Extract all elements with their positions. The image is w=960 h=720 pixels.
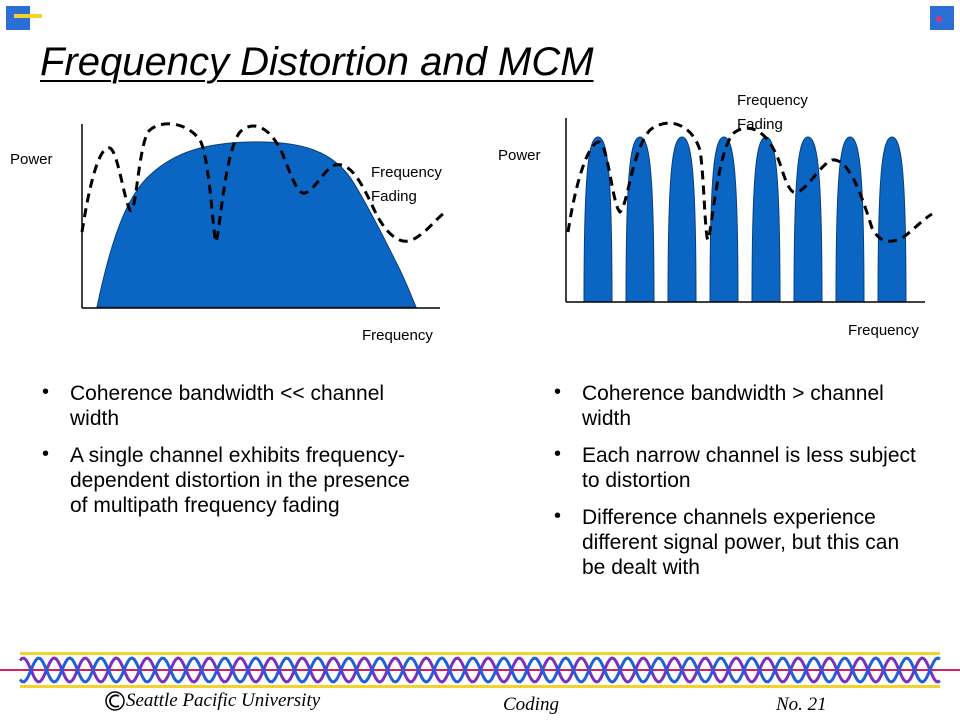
left-fading-label-line1: Frequency [371, 164, 442, 181]
subchannel-3 [667, 136, 697, 303]
corner-decoration-top-left [0, 0, 42, 42]
subchannel-6 [793, 136, 823, 303]
left-fading-curve [80, 122, 444, 246]
subchannel-8 [877, 136, 907, 303]
left-fading-label-line2: Fading [371, 188, 417, 205]
left-bullet-list: Coherence bandwidth << channel width A s… [34, 380, 414, 530]
single-channel-spectrum [96, 141, 417, 308]
subchannel-2 [625, 136, 655, 303]
subchannel-4 [709, 136, 739, 303]
left-power-label: Power [10, 151, 53, 168]
blue-wave [18, 656, 941, 684]
left-diagram [80, 122, 444, 309]
subchannel-5 [751, 136, 781, 303]
footer-university: Seattle Pacific University [126, 690, 321, 711]
right-bullet-3: Difference channels experience different… [546, 504, 916, 580]
right-frequency-label: Frequency [848, 322, 919, 339]
right-bullet-2: Each narrow channel is less subject to d… [546, 442, 916, 493]
left-bullet-1: Coherence bandwidth << channel width [34, 380, 414, 431]
right-fading-label-line1: Frequency [737, 92, 808, 109]
left-bullet-2: A single channel exhibits frequency-depe… [34, 442, 414, 518]
page-title: Frequency Distortion and MCM [40, 40, 594, 84]
right-fading-label-line2: Fading [737, 116, 783, 133]
corner-decoration-top-right [918, 0, 960, 42]
right-bullet-1: Coherence bandwidth > channel width [546, 380, 916, 431]
footer-wave-banner [0, 652, 960, 688]
right-power-label: Power [498, 147, 541, 164]
subchannel-group [583, 136, 907, 303]
university-logo-icon [105, 691, 125, 711]
right-diagram [565, 118, 933, 303]
subchannel-1 [583, 136, 613, 303]
subchannel-7 [835, 136, 865, 303]
footer-slide-number: No. 21 [776, 694, 827, 715]
footer-topic: Coding [503, 694, 559, 715]
right-fading-curve [566, 121, 933, 243]
left-frequency-label: Frequency [362, 327, 433, 344]
frequency-diagrams [80, 118, 933, 309]
right-bullet-list: Coherence bandwidth > channel width Each… [546, 380, 916, 592]
